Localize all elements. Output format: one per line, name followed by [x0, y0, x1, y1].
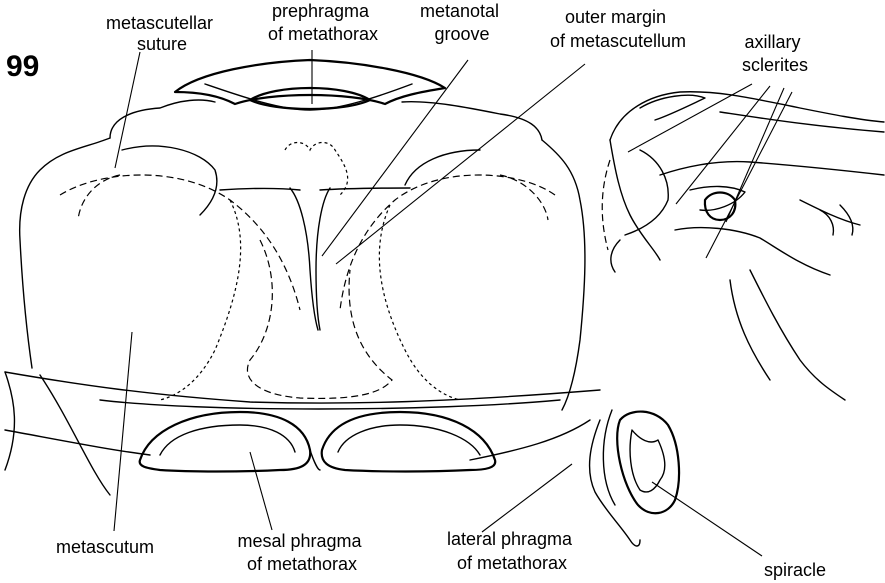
label-prephragma: prephragma of metathorax [268, 1, 378, 44]
spiracle [617, 412, 679, 514]
label-metascutellar-suture: metascutellar suture [106, 13, 218, 54]
label-axillary-sclerites: axillary sclerites [742, 32, 808, 75]
leader-lines [114, 50, 792, 556]
metanotum-outline [5, 60, 600, 495]
label-spiracle: spiracle [764, 560, 826, 580]
label-outer-margin: outer margin of metascutellum [550, 7, 686, 51]
label-mesal-phragma: mesal phragma of metathorax [237, 531, 366, 574]
label-metanotal-groove: metanotal groove [420, 1, 504, 44]
mesal-phragma [140, 412, 496, 472]
label-metascutum: metascutum [56, 537, 154, 557]
label-lateral-phragma: lateral phragma of metathorax [447, 529, 577, 573]
figure-number: 99 [6, 50, 39, 83]
axillary-region [602, 92, 884, 400]
